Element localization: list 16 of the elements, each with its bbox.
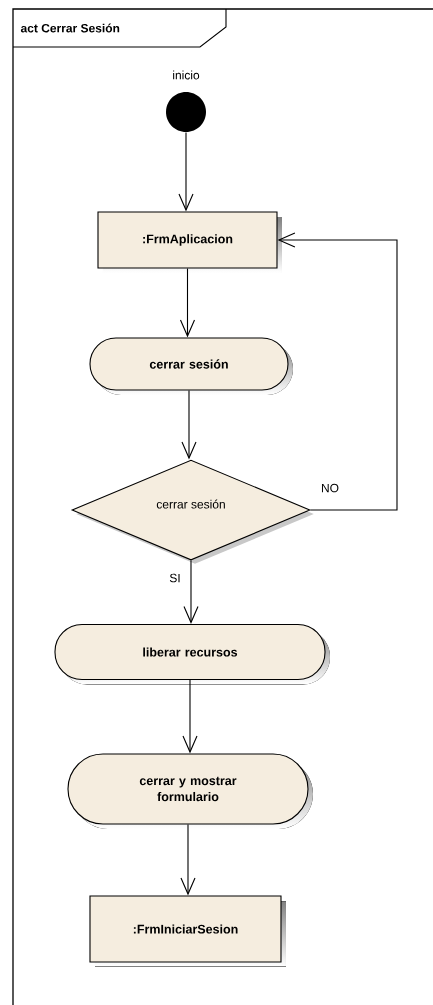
node-caption: inicio [173, 70, 200, 80]
arrow [183, 560, 199, 624]
arrow [180, 824, 196, 896]
action-box: liberar recursos [54, 623, 330, 685]
object-box: :FrmIniciarSesion [89, 895, 286, 967]
arrow [182, 679, 198, 754]
action-box: cerrar sesión [89, 337, 293, 395]
edge-label: SI [168, 572, 182, 584]
edge-label: NO [320, 482, 340, 494]
action-box: cerrar y mostrar formulario [67, 753, 313, 829]
arrow [277, 232, 398, 511]
arrow [178, 132, 194, 212]
arrow [179, 268, 196, 338]
arrow [181, 390, 197, 460]
object-box: :FrmAplicacion [97, 211, 282, 273]
initial-node [166, 92, 206, 132]
